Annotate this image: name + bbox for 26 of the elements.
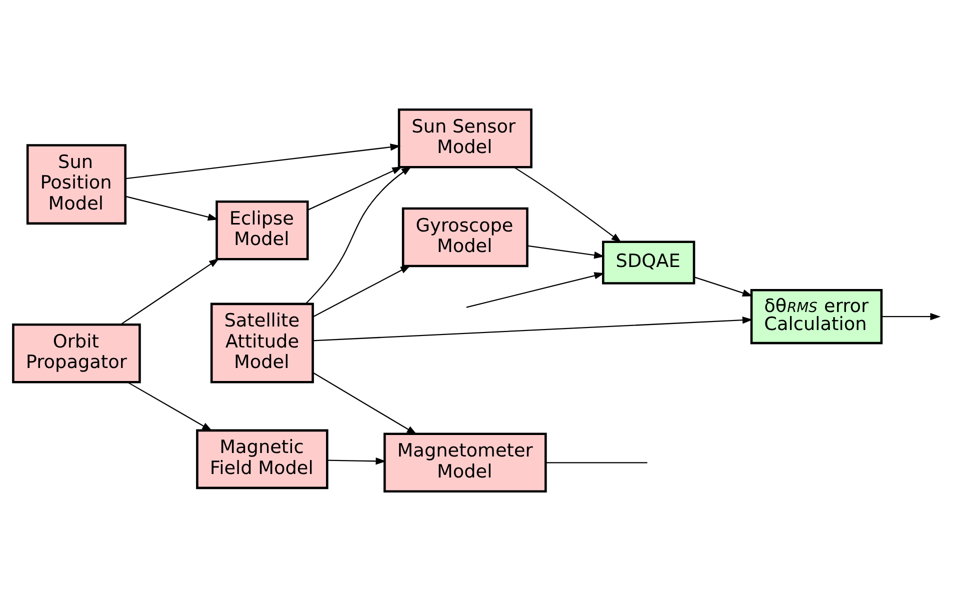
arrow	[327, 458, 386, 465]
node-box: Magnetometer Model	[384, 432, 547, 493]
connector	[546, 462, 648, 464]
node-box: Gyroscope Model	[402, 207, 528, 268]
arrow	[528, 245, 604, 259]
arrow	[312, 372, 418, 435]
node-box: Orbit Propagator	[12, 324, 141, 384]
node-box: Sun Position Model	[26, 144, 126, 225]
arrow	[120, 258, 220, 326]
arrow	[126, 196, 218, 221]
arrow	[694, 276, 753, 296]
node-box: Eclipse Model	[216, 200, 309, 260]
arrow	[308, 166, 403, 210]
node-box: Sun Sensor Model	[398, 108, 532, 168]
arrow	[125, 144, 401, 180]
arrow	[312, 265, 411, 318]
node-box: δθRMS error Calculation	[750, 289, 883, 344]
arrow	[127, 382, 212, 432]
arrow	[312, 316, 753, 342]
node-box: SDQAE	[602, 240, 696, 284]
node-box: Magnetic Field Model	[196, 429, 328, 490]
arrow	[305, 166, 412, 304]
arrow	[466, 272, 605, 308]
arrow	[514, 166, 622, 243]
arrow	[882, 312, 941, 320]
node-box: Satellite Attitude Model	[210, 302, 314, 384]
